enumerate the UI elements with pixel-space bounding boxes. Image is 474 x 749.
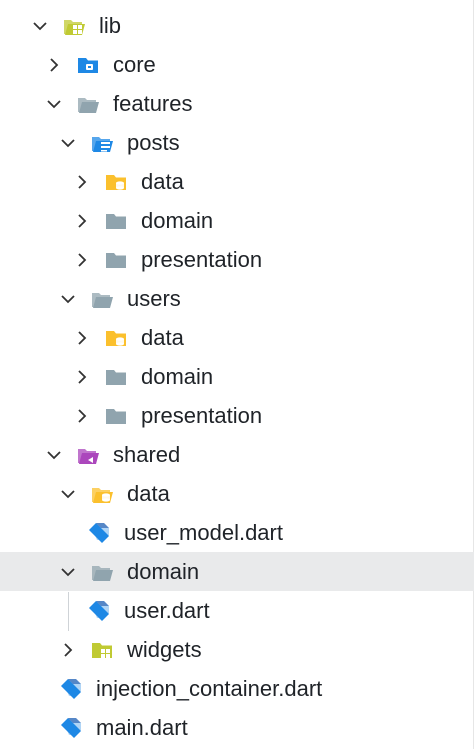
folder-item[interactable]: domain [0, 201, 474, 240]
folder-icon [104, 404, 128, 428]
item-label: users [127, 286, 181, 311]
folder-data-open-icon [90, 482, 114, 506]
chevron-right-icon[interactable] [74, 330, 90, 346]
folder-icon [104, 365, 128, 389]
chevron-right-icon[interactable] [74, 174, 90, 190]
item-label: data [141, 325, 184, 350]
chevron-down-icon[interactable] [32, 18, 48, 34]
folder-open-icon [76, 92, 100, 116]
chevron-down-icon[interactable] [60, 564, 76, 580]
chevron-right-icon[interactable] [74, 369, 90, 385]
folder-item[interactable]: features [0, 84, 474, 123]
folder-item[interactable]: data [0, 162, 474, 201]
item-label: domain [141, 364, 214, 389]
dart-file-icon [59, 716, 83, 740]
chevron-down-icon[interactable] [46, 96, 62, 112]
item-label: main.dart [96, 715, 188, 740]
item-label: presentation [141, 403, 263, 428]
item-label: data [127, 481, 170, 506]
item-label: injection_container.dart [96, 676, 323, 701]
folder-item[interactable]: data [0, 474, 474, 513]
folder-item[interactable]: presentation [0, 240, 474, 279]
item-label: widgets [127, 637, 202, 662]
folder-item[interactable]: data [0, 318, 474, 357]
file-item[interactable]: main.dart [0, 708, 474, 747]
folder-item[interactable]: shared [0, 435, 474, 474]
folder-lib-open-icon [62, 14, 86, 38]
folder-open-icon [90, 287, 114, 311]
folder-item[interactable]: domain [0, 357, 474, 396]
folder-item[interactable]: lib [0, 6, 474, 45]
folder-item[interactable]: core [0, 45, 474, 84]
folder-icon [104, 248, 128, 272]
folder-item[interactable]: domain [0, 552, 474, 591]
folder-data-icon [104, 170, 128, 194]
chevron-right-icon[interactable] [74, 213, 90, 229]
dart-file-icon [59, 677, 83, 701]
folder-item[interactable]: users [0, 279, 474, 318]
chevron-down-icon[interactable] [60, 291, 76, 307]
folder-item[interactable]: posts [0, 123, 474, 162]
item-label: presentation [141, 247, 263, 272]
chevron-right-icon[interactable] [46, 57, 62, 73]
chevron-down-icon[interactable] [60, 135, 76, 151]
item-label: user.dart [124, 598, 210, 623]
chevron-down-icon[interactable] [60, 486, 76, 502]
folder-core-icon [76, 53, 100, 77]
dart-file-icon [87, 599, 111, 623]
item-label: domain [141, 208, 214, 233]
chevron-right-icon[interactable] [74, 252, 90, 268]
folder-item[interactable]: presentation [0, 396, 474, 435]
chevron-down-icon[interactable] [46, 447, 62, 463]
folder-shared-open-icon [76, 443, 100, 467]
file-item[interactable]: user.dart [0, 591, 474, 630]
folder-widgets-icon [90, 638, 114, 662]
item-label: features [113, 91, 193, 116]
dart-file-icon [87, 521, 111, 545]
folder-icon [104, 209, 128, 233]
folder-data-icon [104, 326, 128, 350]
file-item[interactable]: user_model.dart [0, 513, 474, 552]
folder-posts-open-icon [90, 131, 114, 155]
item-label: lib [99, 13, 122, 38]
indent-guide [68, 592, 69, 631]
item-label: core [113, 52, 156, 77]
chevron-right-icon[interactable] [60, 642, 76, 658]
folder-item[interactable]: widgets [0, 630, 474, 669]
item-label: shared [113, 442, 181, 467]
item-label: data [141, 169, 184, 194]
chevron-right-icon[interactable] [74, 408, 90, 424]
file-item[interactable]: injection_container.dart [0, 669, 474, 708]
item-label: posts [127, 130, 180, 155]
item-label: user_model.dart [124, 520, 283, 545]
folder-open-icon [90, 560, 114, 584]
item-label: domain [127, 559, 200, 584]
